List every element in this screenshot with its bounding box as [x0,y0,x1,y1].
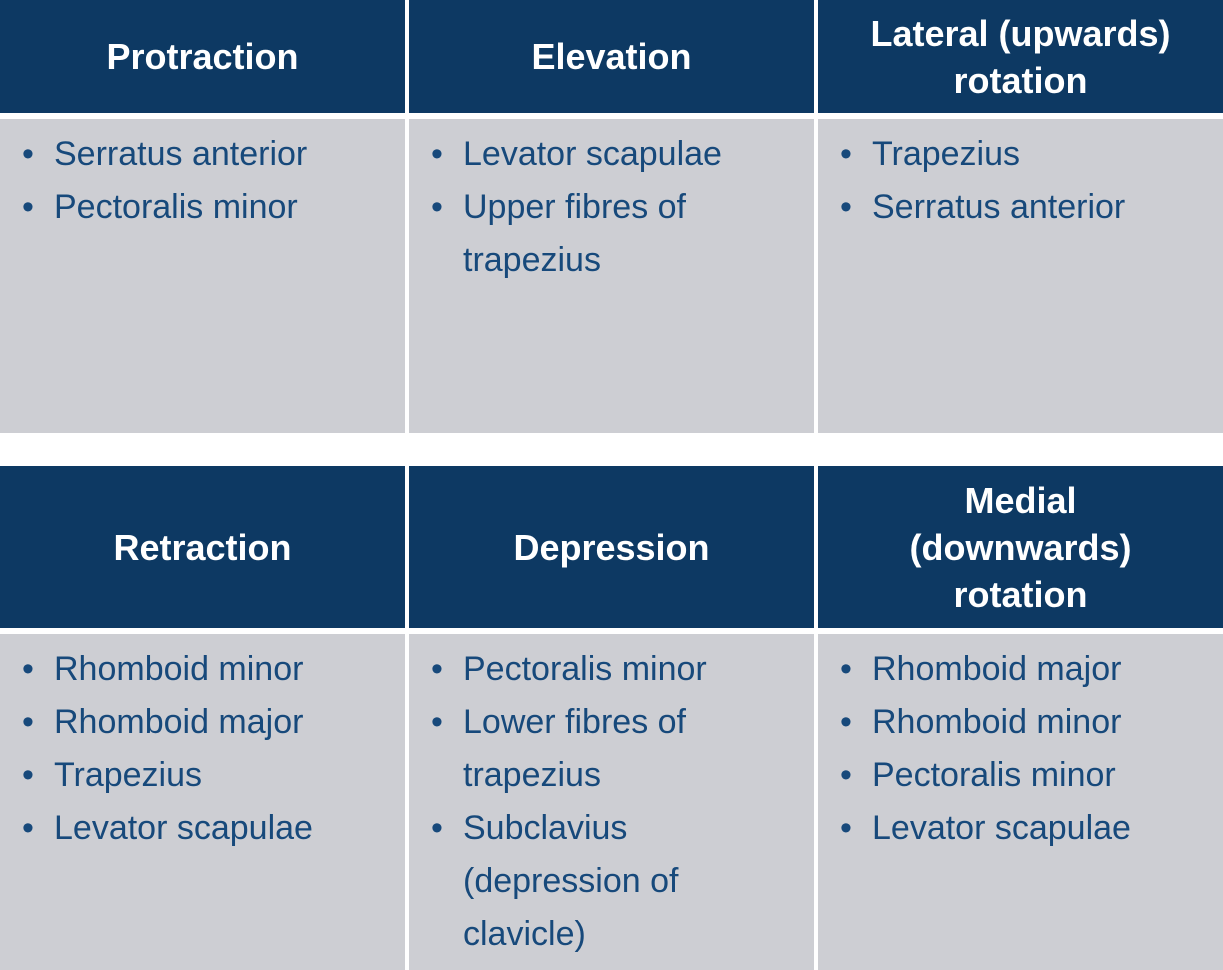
bullet-icon: • [431,135,443,173]
list-item: • Upper fibres of trapezius [425,181,806,287]
header-line: Medial [964,479,1077,521]
bullet-icon: • [22,756,34,794]
list-item-text: Rhomboid minor [872,703,1122,741]
list-item: • Levator scapulae [16,802,397,855]
list-item: • Serratus anterior [16,128,397,181]
bullet-icon: • [840,703,852,741]
bullet-icon: • [431,809,443,847]
header-cell-protraction: Protraction [0,0,405,113]
list-item-text: Serratus anterior [54,135,308,173]
list-item-text: Pectoralis minor [463,650,707,688]
list-item: • Rhomboid minor [834,696,1215,749]
bullet-icon: • [431,703,443,741]
header-line: rotation [953,573,1088,615]
body-cell-elevation: • Levator scapulae • Upper fibres of trapez… [409,119,814,433]
list-item: • Rhomboid major [834,643,1215,696]
header-cell-lateral-upwards-rotation: Lateral (upwards) rotation [818,0,1223,113]
list-item: • Levator scapulae [834,802,1215,855]
muscle-table-1: Protraction Elevation Lateral (upwards) rot… [0,0,1223,433]
header-line: Retraction [113,526,292,568]
bullet-icon: • [22,703,34,741]
body-cell-depression: • Pectoralis minor • Lower fibres of trapez… [409,634,814,970]
bullet-icon: • [431,188,443,226]
list-item-text: Lower fibres of trapezius [463,703,686,794]
list-item-text: Pectoralis minor [54,188,298,226]
bullet-icon: • [840,809,852,847]
list-item-text: Levator scapulae [54,809,313,847]
list-item: • Trapezius [834,128,1215,181]
list-item: • Pectoralis minor [16,181,397,234]
bullet-icon: • [22,188,34,226]
list-item: • Lower fibres of trapezius [425,696,806,802]
header-line: Depression [513,526,710,568]
list-item-text: Subclavius (depression of clavicle) [463,809,679,953]
bullet-icon: • [22,650,34,688]
muscle-table-2: Retraction Depression Medial (downwards) rot… [0,466,1223,970]
header-line: Lateral (upwards) [870,12,1171,54]
header-line: (downwards) [909,526,1132,568]
bullet-icon: • [22,135,34,173]
list-item: • Subclavius (depression of clavicle) [425,802,806,961]
list-item: • Rhomboid minor [16,643,397,696]
list-item: • Trapezius [16,749,397,802]
list-item: • Rhomboid major [16,696,397,749]
body-cell-protraction: • Serratus anterior • Pectoralis minor [0,119,405,433]
header-line: Elevation [531,36,692,77]
list-item-text: Trapezius [54,756,203,794]
header-line: rotation [953,59,1088,101]
list-item: • Pectoralis minor [834,749,1215,802]
list-item-text: Rhomboid minor [54,650,304,688]
header-cell-medial-downwards-rotation: Medial (downwards) rotation [818,466,1223,628]
list-item-text: Levator scapulae [463,135,722,173]
list-item-text: Pectoralis minor [872,756,1116,794]
list-item-text: Levator scapulae [872,809,1131,847]
list-item-text: Upper fibres of trapezius [463,188,686,279]
list-item: • Levator scapulae [425,128,806,181]
list-item-text: Rhomboid major [872,650,1122,688]
header-cell-retraction: Retraction [0,466,405,628]
header-line: Protraction [106,36,299,77]
bullet-icon: • [840,756,852,794]
bullet-icon: • [431,650,443,688]
bullet-icon: • [840,188,852,226]
list-item: • Pectoralis minor [425,643,806,696]
body-cell-retraction: • Rhomboid minor • Rhomboid major • Trapezius… [0,634,405,970]
list-item: • Serratus anterior [834,181,1215,234]
bullet-icon: • [840,650,852,688]
header-cell-elevation: Elevation [409,0,814,113]
list-item-text: Rhomboid major [54,703,304,741]
body-cell-lateral-upwards-rotation: • Trapezius • Serratus anterior [818,119,1223,433]
bullet-icon: • [22,809,34,847]
bullet-icon: • [840,135,852,173]
header-cell-depression: Depression [409,466,814,628]
list-item-text: Serratus anterior [872,188,1126,226]
body-cell-medial-downwards-rotation: • Rhomboid major • Rhomboid minor • Pectorali… [818,634,1223,970]
list-item-text: Trapezius [872,135,1021,173]
